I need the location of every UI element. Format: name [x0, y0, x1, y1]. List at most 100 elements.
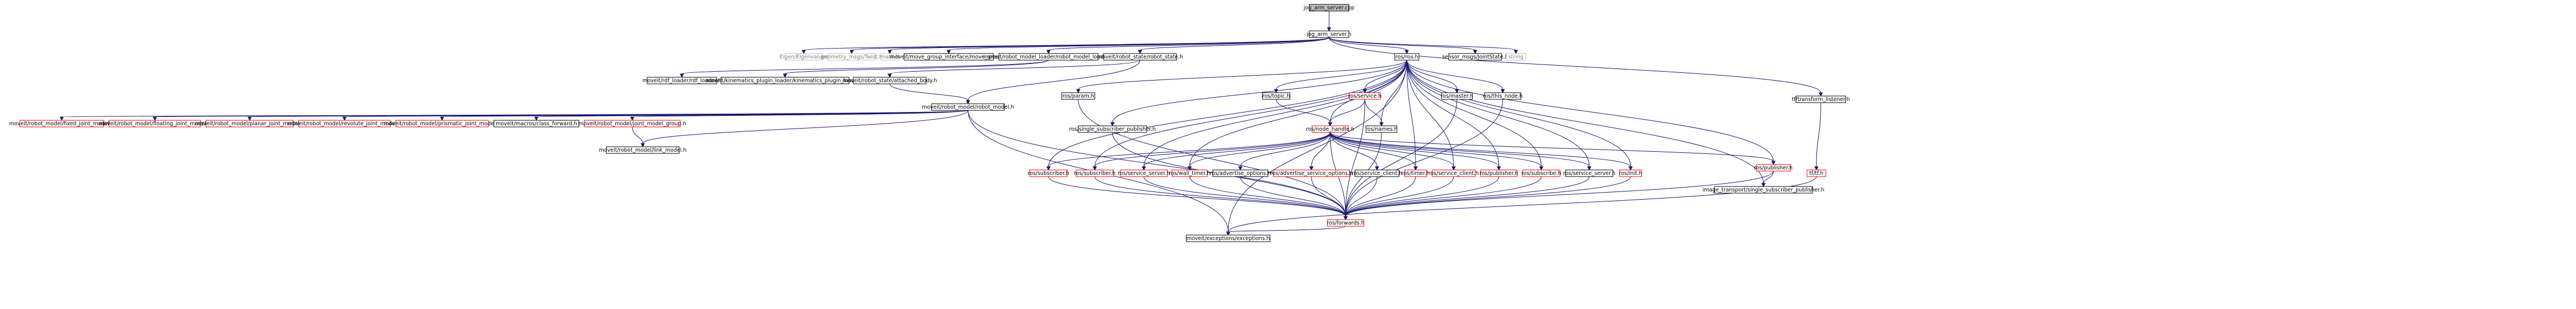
- edge-robot_state-to-attached_body: [888, 60, 1141, 78]
- node-kinematics-plugin-loader[interactable]: moveit/kinematics_plugin_loader/kinemati…: [706, 77, 865, 84]
- node-class-forward[interactable]: moveit/macros/class_forward.h: [493, 120, 579, 127]
- node-label: ros/ros.h: [1395, 54, 1418, 60]
- node-wall-timer[interactable]: ros/wall_timer.h: [1169, 169, 1211, 177]
- node-label: ros/service_client.h: [1352, 171, 1402, 177]
- edge-line: [681, 60, 1049, 74]
- node-robot-model-loader[interactable]: moveit/robot_model_loader/robot_model_lo…: [983, 53, 1114, 61]
- edge-jog_arm_server_cpp-to-jog_arm_server_h: [1327, 11, 1331, 32]
- edge-jog_arm_server_h-to-string: [1329, 37, 1518, 55]
- node-move-group[interactable]: moveit/move_group_interface/move_group.h: [890, 53, 1008, 61]
- node-ros-h[interactable]: ros/ros.h: [1394, 53, 1419, 61]
- node-box: [1311, 125, 1349, 133]
- node-robot-model[interactable]: moveit/robot_model/robot_model.h: [922, 103, 1014, 111]
- node-forwards[interactable]: ros/forwards.h: [1327, 219, 1364, 227]
- edge-ros_h-to-param: [1076, 60, 1407, 94]
- node-service[interactable]: ros/service.h: [1348, 92, 1382, 100]
- node-publisher-red[interactable]: ros/publisher.h: [1480, 169, 1518, 177]
- edge-line: [1143, 176, 1346, 217]
- edge-arrowhead: [1497, 166, 1501, 171]
- edge-service-to-names: [1364, 99, 1384, 127]
- node-this-node[interactable]: ros/this_node.h: [1483, 92, 1523, 100]
- node-label: geometry_msgs/Twist.h: [821, 54, 883, 60]
- node-master[interactable]: ros/master.h: [1440, 92, 1473, 100]
- node-planar-joint[interactable]: moveit/robot_model/planar_joint_model.h: [195, 120, 304, 127]
- edge-arrowhead: [641, 143, 645, 148]
- node-timer[interactable]: ros/timer.h: [1401, 169, 1430, 177]
- node-label: ros/this_node.h: [1483, 93, 1523, 99]
- node-topic[interactable]: ros/topic.h: [1262, 92, 1290, 100]
- node-box: [1806, 169, 1826, 177]
- edge-arrowhead: [534, 116, 539, 121]
- node-link-model[interactable]: moveit/robot_model/link_model.h: [599, 146, 687, 154]
- edge-line: [1406, 60, 1458, 90]
- node-subscriber-red2[interactable]: ros/subscriber.h: [1074, 169, 1116, 177]
- node-box: [1212, 169, 1268, 177]
- edge-init-to-forwards: [1343, 176, 1631, 221]
- edge-line: [1276, 60, 1407, 90]
- edge-line: [1345, 176, 1590, 217]
- graph-nodes: jog_arm_server.cppjog_arm_server.hEigen/…: [9, 4, 1850, 242]
- node-label: moveit/robot_model_loader/robot_model_lo…: [983, 54, 1114, 60]
- edge-jog_arm_server_h-to-robot_state: [1138, 37, 1330, 55]
- node-fixed-joint[interactable]: moveit/robot_model/fixed_joint_model.h: [9, 120, 115, 127]
- node-box: [1309, 30, 1349, 38]
- node-advertise-service-options[interactable]: ros/advertise_service_options.h: [1270, 169, 1353, 177]
- edge-node_handle-to-publisher_red2: [1330, 132, 1776, 166]
- node-robot-state[interactable]: moveit/robot_state/robot_state.h: [1097, 53, 1183, 61]
- node-service-server-red[interactable]: ros/service_server.h: [1118, 169, 1170, 177]
- edge-jog_arm_server_h-to-joint_state: [1329, 37, 1477, 55]
- node-box: [784, 53, 823, 61]
- node-names[interactable]: ros/names.h: [1365, 125, 1398, 133]
- node-param[interactable]: ros/param.h: [1061, 92, 1095, 100]
- edge-arrowhead: [630, 116, 634, 121]
- node-tf-h[interactable]: tf/tf.h: [1806, 169, 1826, 177]
- node-box: [1262, 92, 1290, 100]
- node-box: [19, 120, 104, 127]
- node-floating-joint[interactable]: moveit/robot_model/floating_joint_model.…: [99, 120, 211, 127]
- node-box: [1522, 169, 1561, 177]
- node-subscribe[interactable]: ros/subscribe.h: [1521, 169, 1561, 177]
- node-prismatic-joint[interactable]: moveit/robot_model/prismatic_joint_model…: [384, 120, 501, 127]
- edge-line: [1329, 37, 1516, 51]
- node-node-handle[interactable]: ros/node_handle.h: [1306, 125, 1354, 133]
- node-revolute-joint[interactable]: moveit/robot_model/revolute_joint_model.…: [288, 120, 402, 127]
- node-single-subscriber-publisher[interactable]: ros/single_subscriber_publisher.h: [1069, 125, 1156, 133]
- node-box: [1394, 53, 1419, 61]
- node-subscriber-red[interactable]: ros/subscriber.h: [1028, 169, 1069, 177]
- node-label: ros/topic.h: [1262, 93, 1290, 99]
- edge-node_handle-to-advertise_service_options: [1309, 132, 1331, 171]
- node-label: sensor_msgs/JointState.h: [1442, 54, 1508, 60]
- node-rdf-loader[interactable]: moveit/rdf_loader/rdf_loader.h: [642, 77, 722, 84]
- edge-jog_arm_server_h-to-ros_h: [1329, 37, 1409, 55]
- node-init[interactable]: ros/init.h: [1619, 169, 1642, 177]
- node-label: ros/service_server.h: [1118, 171, 1170, 177]
- node-joint-state[interactable]: sensor_msgs/JointState.h: [1442, 53, 1508, 61]
- edge-line: [1406, 60, 1542, 167]
- node-service-server-black[interactable]: ros/service_server.h: [1563, 169, 1616, 177]
- node-it-single-subscriber-publisher[interactable]: image_transport/single_subscriber_publis…: [1703, 186, 1825, 194]
- node-attached-body[interactable]: moveit/robot_state/attached_body.h: [842, 77, 937, 84]
- node-advertise-options[interactable]: ros/advertise_options.h: [1210, 169, 1271, 177]
- node-service-client-red[interactable]: ros/service_client.h: [1428, 169, 1479, 177]
- node-label: moveit/robot_model/prismatic_joint_model…: [384, 121, 501, 127]
- node-joint-model-group[interactable]: moveit/robot_model/joint_model_group.h: [578, 120, 686, 127]
- node-box: [1103, 53, 1177, 61]
- node-jog-arm-server-cpp[interactable]: jog_arm_server.cpp: [1303, 4, 1354, 12]
- node-label: ros/publisher.h: [1754, 165, 1793, 171]
- edge-line: [1345, 176, 1542, 217]
- node-tf-listener[interactable]: tf/transform_listener.h: [1792, 95, 1850, 103]
- edge-robot_model_loader-to-rdf_loader: [680, 60, 1049, 78]
- node-publisher-red2[interactable]: ros/publisher.h: [1754, 164, 1793, 172]
- edge-line: [1143, 132, 1331, 167]
- edge-arrowhead: [966, 100, 970, 105]
- edge-arrowhead: [1628, 166, 1633, 171]
- edge-ros_h-to-single_subscriber_publisher: [1110, 60, 1407, 127]
- node-jog-arm-server-h[interactable]: jog_arm_server.h: [1306, 30, 1352, 38]
- node-label: ros/init.h: [1619, 171, 1642, 177]
- node-label: moveit/robot_model/floating_joint_model.…: [99, 121, 211, 127]
- node-exceptions[interactable]: moveit/exceptions/exceptions.h: [1186, 235, 1271, 242]
- node-label: ros/service.h: [1348, 93, 1382, 99]
- edge-arrowhead: [60, 116, 64, 121]
- edge-arrowhead: [1226, 231, 1230, 236]
- node-service-client-black[interactable]: ros/service_client.h: [1352, 169, 1402, 177]
